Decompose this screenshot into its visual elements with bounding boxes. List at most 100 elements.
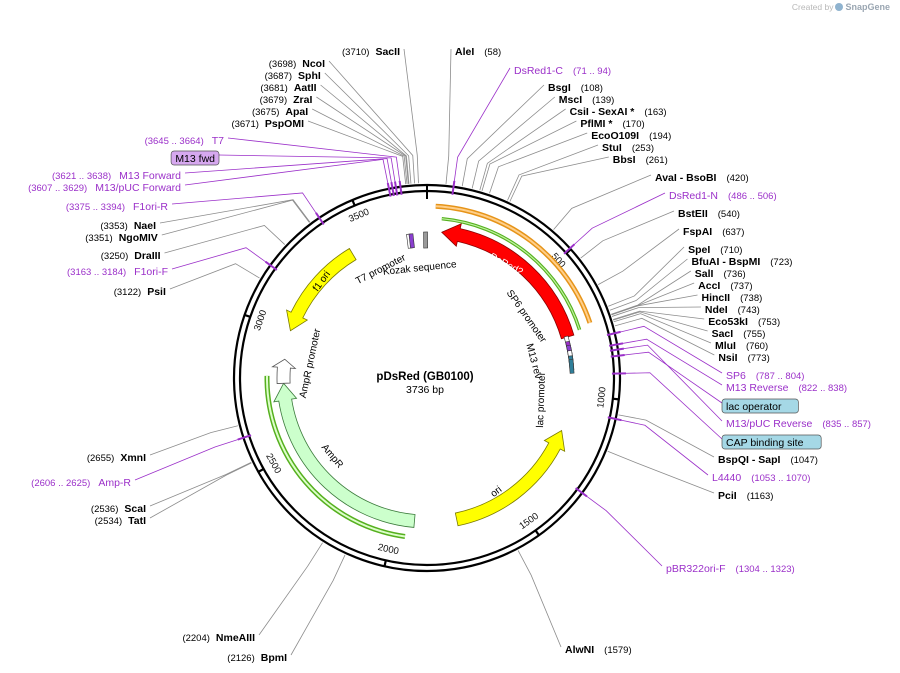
feature-range-l4440: (1053 .. 1070) [751,473,810,484]
feature-m13-forward: M13 Forward [119,170,181,182]
enzyme-pos-apai: (3675) [252,107,279,118]
tick-mark-2000 [383,560,387,567]
enzyme-pos-acci: (737) [730,281,752,292]
enzyme-bspqi-sapi: BspQI - SapI [718,454,781,466]
enzyme-hincii-leader [611,294,698,316]
enzyme-psii: PsiI [147,286,166,298]
feature-m13-puc-forward-leader [184,158,389,187]
feature-range-amp-r: (2606 .. 2625) [31,478,90,489]
enzyme-pos-sphi: (3687) [265,71,292,82]
feature-range-m13-puc-reverse: (835 .. 857) [822,419,871,430]
enzyme-sphi-leader [324,72,412,184]
enzyme-stui-leader [507,144,599,201]
dsred-cds-orange-arc-inner [435,205,591,324]
plasmid-size: 3736 bp [406,384,444,396]
feature-l4440-leader [617,418,709,476]
enzyme-zrai-leader [316,96,409,184]
feature-range-dsred1-c: (71 .. 94) [573,66,611,77]
enzyme-pos-msci: (139) [592,95,614,106]
ampr-feature [273,382,416,528]
enzyme-aatii: AatII [294,82,317,94]
enzyme-ngomiv: NgoMIV [119,232,158,244]
feature-tag-sp6 [606,330,621,337]
feature-m13-forward-leader [184,158,393,187]
feature-range-f1ori-f: (3163 .. 3184) [67,267,126,278]
enzyme-pflmi: PflMI * [580,118,613,130]
enzyme-tati: TatI [128,515,146,527]
enzyme-pos-scai: (2536) [91,504,118,515]
feature-m13-puc-reverse: M13/pUC Reverse [726,418,813,430]
enzyme-csii-sexai-leader [479,108,566,191]
enzyme-aatii-leader [320,84,410,184]
enzyme-pos-bsgi: (108) [581,83,603,94]
enzyme-pos-nsii: (773) [748,353,770,364]
snapgene-logo-icon [835,3,844,11]
feature-sp6: SP6 [726,370,746,382]
enzyme-bpmi: BpmI [261,652,287,664]
enzyme-pos-ecoo109i: (194) [649,131,671,142]
tick-label-3500: 3500 [347,207,371,225]
feature-tag-m13-fwd [394,181,399,196]
enzyme-stui: StuI [602,142,622,154]
enzyme-naei: NaeI [134,220,156,232]
feature-pbr322ori-f-leader [583,493,663,567]
enzyme-bbsi: BbsI [613,154,636,166]
feature-tag-m13-puc-reverse [609,347,624,352]
credit-prefix: Created by [791,2,834,12]
enzyme-pos-csii-sexai: (163) [644,107,666,118]
feature-f1ori-r-leader [171,192,319,217]
enzyme-pos-tati: (2534) [95,516,122,527]
enzyme-hincii: HincII [702,292,731,304]
badge-m13-fwd [170,150,220,166]
badge-cap-binding-site [721,434,822,450]
enzyme-pos-pflmi: (170) [622,119,644,130]
feature-dsred1-n: DsRed1-N [669,190,718,202]
enzyme-ecoo109i-leader [489,132,588,194]
feature-range-m13-puc-forward: (3607 .. 3629) [28,183,87,194]
enzyme-pos-spei: (710) [720,245,742,256]
enzyme-pos-saci: (755) [743,329,765,340]
enzyme-scai-leader [149,461,252,507]
feature-tag-f1ori-f [264,260,278,271]
feature-range-dsred1-n: (486 .. 506) [728,191,777,202]
enzyme-pos-naei: (3353) [100,221,127,232]
feature-sp6-leader [616,325,723,374]
enzyme-xmni: XmnI [120,452,146,464]
kozak-box [423,231,428,249]
enzyme-xmni-leader [149,425,239,456]
enzyme-pos-bspqi-sapi: (1047) [790,455,817,466]
enzyme-naei-leader [159,199,311,224]
feature-tag-m13-reverse [609,342,624,347]
feature-m13-puc-reverse-leader [619,344,723,422]
enzyme-nsii: NsiI [718,352,737,364]
enzyme-pos-stui: (253) [632,143,654,154]
enzyme-eco53ki: Eco53kI [708,316,748,328]
enzyme-pos-avai-bsobi: (420) [726,173,748,184]
enzyme-saci: SacI [712,328,734,340]
enzyme-zrai: ZraI [293,94,312,106]
feature-cap-binding-site: CAP binding site [726,437,804,449]
feature-m13-puc-forward: M13/pUC Forward [95,182,181,194]
enzyme-avai-bsobi: AvaI - BsoBI [655,172,717,184]
enzyme-bsteii-leader [580,210,675,259]
enzyme-eco53ki-leader [612,310,705,320]
enzyme-bsgi: BsgI [548,82,571,94]
enzyme-bspqi-sapi-leader [618,414,715,458]
credit-brand: SnapGene [845,2,890,12]
ampr-promoter-label: AmpR promoter [298,327,324,399]
enzyme-apai-leader [312,108,408,185]
enzyme-pos-ndei: (743) [738,305,760,316]
feature-m13-fwd-leader [218,154,397,186]
enzyme-pos-bsteii: (540) [718,209,740,220]
feature-tag-dsred1-c [451,180,456,195]
enzyme-bsgi-leader [461,84,545,187]
enzyme-pos-bbsi: (261) [646,155,668,166]
ampr-promoter-feature [271,358,297,384]
enzyme-pos-hincii: (738) [740,293,762,304]
enzyme-mlui: MluI [715,340,736,352]
feature-tag-amp-r [237,434,252,441]
enzyme-ncoi: NcoI [302,58,325,70]
ampr-label: AmpR [319,442,345,470]
enzyme-pos-pcii: (1163) [747,491,774,502]
